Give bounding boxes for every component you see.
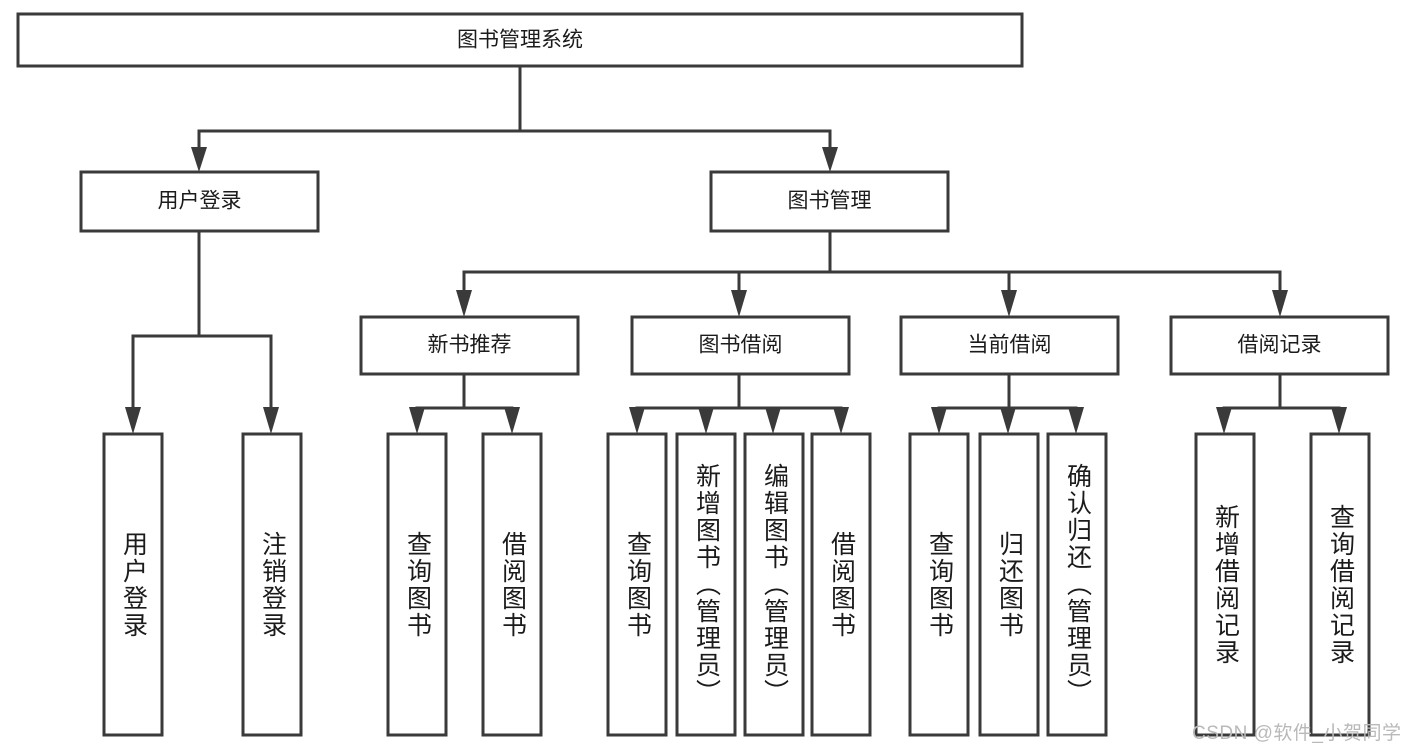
arrow-head-new-book-recommend xyxy=(456,290,472,317)
connector-group-book-mgmt xyxy=(456,229,1288,317)
arrow-head-nbr-leaf-0 xyxy=(409,407,425,434)
arrow-head-cb-leaf-0 xyxy=(931,407,947,434)
node-current-borrow-label: 当前借阅 xyxy=(968,334,1052,357)
leaf-box-bb-borrow-book[interactable] xyxy=(810,432,872,737)
connector-group-current-borrow xyxy=(931,372,1084,434)
arrow-head-bb-leaf-0 xyxy=(629,407,645,434)
arrow-head-bb-leaf-2 xyxy=(765,407,781,434)
leaf-box-bb-edit-book[interactable] xyxy=(743,432,805,737)
node-root[interactable]: 图书管理系统 xyxy=(16,12,1024,68)
arrow-head-br-leaf-0 xyxy=(1216,407,1232,434)
node-book-management-box[interactable] xyxy=(709,170,950,233)
node-book-management[interactable]: 图书管理 xyxy=(709,170,950,233)
connector-group-new-book-recommend xyxy=(409,372,520,434)
node-user-login-box[interactable] xyxy=(79,170,320,233)
node-book-management-label: 图书管理 xyxy=(788,190,872,213)
leaf-box-nbr-borrow-book[interactable] xyxy=(481,432,543,737)
arrow-head-user-login xyxy=(191,147,207,172)
arrow-head-book-borrow xyxy=(731,290,747,317)
arrow-head-leaf-user-login xyxy=(125,407,141,434)
arrow-head-book-mgmt xyxy=(822,147,838,172)
node-borrow-record-label: 借阅记录 xyxy=(1238,334,1322,357)
arrow-head-cb-leaf-2 xyxy=(1068,407,1084,434)
leaf-box-br-query-record[interactable] xyxy=(1309,432,1371,737)
connector-group-book-borrow xyxy=(629,372,849,434)
arrow-head-borrow-record xyxy=(1272,290,1288,317)
connector-group-user-login xyxy=(125,229,279,434)
node-book-borrow-box[interactable] xyxy=(630,315,851,376)
watermark-text: CSDN @软件_小贺同学 xyxy=(1192,723,1402,744)
arrow-head-current-borrow xyxy=(1001,290,1017,317)
node-borrow-record-box[interactable] xyxy=(1169,315,1390,376)
node-borrow-record[interactable]: 借阅记录 xyxy=(1169,315,1390,376)
leaf-box-cb-return-book[interactable] xyxy=(978,432,1040,737)
arrow-head-nbr-leaf-1 xyxy=(504,407,520,434)
node-current-borrow[interactable]: 当前借阅 xyxy=(899,315,1120,376)
leaf-box-br-add-record[interactable] xyxy=(1194,432,1256,737)
connector-group-root xyxy=(191,64,838,172)
node-new-book-recommend-label: 新书推荐 xyxy=(428,334,512,357)
node-new-book-recommend-box[interactable] xyxy=(359,315,580,376)
node-current-borrow-box[interactable] xyxy=(899,315,1120,376)
node-user-login[interactable]: 用户登录 xyxy=(79,170,320,233)
node-book-borrow[interactable]: 图书借阅 xyxy=(630,315,851,376)
leaf-box-cb-confirm-return[interactable] xyxy=(1046,432,1108,737)
node-root-label: 图书管理系统 xyxy=(457,29,583,52)
leaf-box-bb-query-book[interactable] xyxy=(606,432,668,737)
node-user-login-label: 用户登录 xyxy=(158,190,242,213)
leaf-boxes xyxy=(102,432,1371,737)
arrow-head-bb-leaf-3 xyxy=(833,407,849,434)
node-book-borrow-label: 图书借阅 xyxy=(699,334,783,357)
leaf-box-nbr-query-book[interactable] xyxy=(386,432,448,737)
leaf-box-user-login[interactable] xyxy=(102,432,164,737)
leaf-box-bb-add-book[interactable] xyxy=(675,432,737,737)
node-new-book-recommend[interactable]: 新书推荐 xyxy=(359,315,580,376)
connector-group-borrow-record xyxy=(1216,372,1347,434)
arrow-head-cb-leaf-1 xyxy=(1000,407,1016,434)
leaf-box-cb-query-book[interactable] xyxy=(908,432,970,737)
arrow-head-leaf-logout xyxy=(263,407,279,434)
arrow-head-br-leaf-1 xyxy=(1331,407,1347,434)
leaf-box-logout[interactable] xyxy=(241,432,303,737)
node-root-box[interactable] xyxy=(16,12,1024,68)
arrow-head-bb-leaf-1 xyxy=(698,407,714,434)
